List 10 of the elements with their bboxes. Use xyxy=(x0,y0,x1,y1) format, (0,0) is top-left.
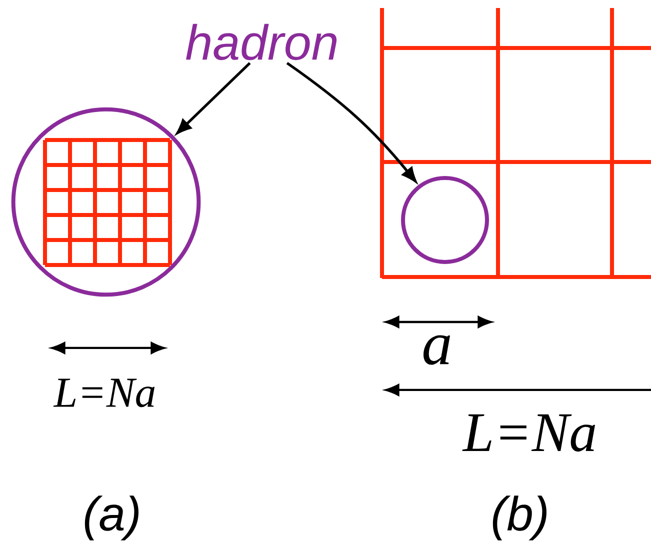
panel-label: (a) xyxy=(84,496,138,540)
dimension-label: L=Na xyxy=(53,378,155,408)
hadron-label: hadron xyxy=(186,24,337,60)
hadron-circle xyxy=(11,107,201,297)
arrow xyxy=(286,62,416,182)
hadron-circle xyxy=(401,176,489,264)
dimension-label: L=Na xyxy=(462,414,596,452)
dimension-label: a xyxy=(423,335,450,365)
arrow xyxy=(176,62,251,134)
panel-label: (b) xyxy=(492,496,546,540)
